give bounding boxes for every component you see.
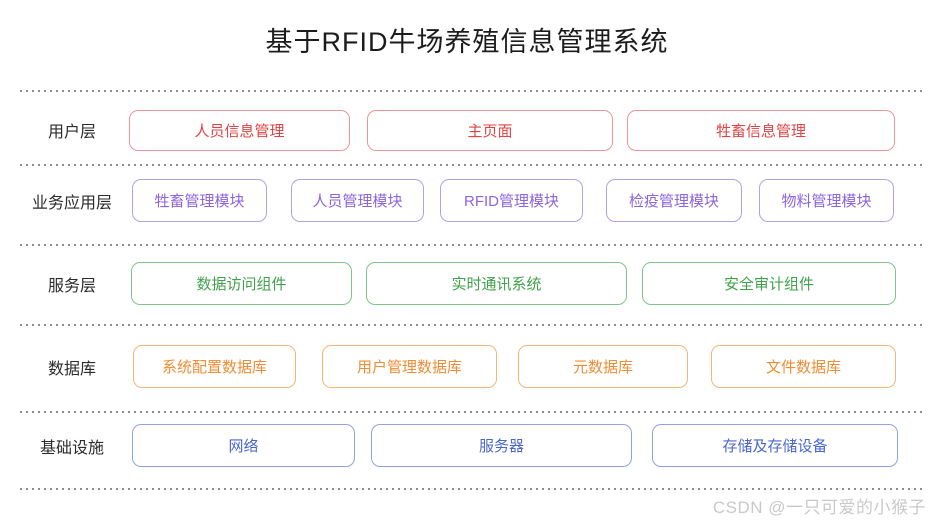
- node-label: 服务器: [478, 438, 524, 455]
- node-main-page: 主页面: [367, 110, 613, 151]
- csdn-watermark: CSDN @一只可爱的小猴子: [712, 498, 926, 517]
- node-data-access-component: 数据访问组件: [131, 262, 352, 305]
- node-personnel-module: 人员管理模块: [291, 179, 424, 222]
- diagram-title: 基于RFID牛场养殖信息管理系统: [265, 27, 669, 57]
- node-material-module: 物料管理模块: [759, 179, 894, 222]
- node-label: 物料管理模块: [781, 193, 872, 210]
- node-security-audit-component: 安全审计组件: [642, 262, 896, 305]
- node-personnel-info-management: 人员信息管理: [129, 110, 350, 151]
- node-user-management-database: 用户管理数据库: [322, 345, 497, 388]
- layer-divider: [20, 90, 926, 92]
- node-meta-database: 元数据库: [518, 345, 688, 388]
- layer-label-user: 用户层: [47, 124, 96, 141]
- node-quarantine-module: 检疫管理模块: [606, 179, 742, 222]
- node-label: 存储及存储设备: [722, 438, 828, 455]
- node-label: 元数据库: [572, 359, 633, 376]
- node-label: 牲畜管理模块: [154, 193, 245, 210]
- layer-label-infrastructure: 基础设施: [39, 439, 104, 457]
- node-label: RFID管理模块: [464, 193, 559, 210]
- node-label: 文件数据库: [765, 359, 841, 376]
- node-label: 用户管理数据库: [356, 359, 462, 376]
- layer-divider: [20, 488, 926, 490]
- node-label: 安全审计组件: [723, 276, 814, 293]
- node-network: 网络: [132, 424, 355, 467]
- node-realtime-communication-system: 实时通讯系统: [366, 262, 627, 305]
- node-label: 人员信息管理: [194, 123, 285, 140]
- layer-divider: [20, 164, 926, 166]
- node-livestock-module: 牲畜管理模块: [132, 179, 267, 222]
- node-system-config-database: 系统配置数据库: [133, 345, 296, 388]
- node-rfid-module: RFID管理模块: [440, 179, 583, 222]
- layer-label-database: 数据库: [47, 360, 96, 378]
- node-label: 牲畜信息管理: [715, 123, 806, 140]
- layer-label-business: 业务应用层: [31, 194, 112, 212]
- node-label: 系统配置数据库: [161, 359, 267, 376]
- node-label: 实时通讯系统: [451, 276, 542, 293]
- layer-divider: [20, 244, 926, 246]
- node-server: 服务器: [371, 424, 632, 467]
- node-livestock-info-management: 牲畜信息管理: [627, 110, 895, 151]
- layer-divider: [20, 411, 926, 413]
- node-label: 网络: [228, 438, 259, 455]
- node-label: 人员管理模块: [312, 193, 403, 210]
- node-label: 检疫管理模块: [628, 193, 719, 210]
- node-label: 数据访问组件: [196, 276, 287, 293]
- layer-label-service: 服务层: [47, 277, 96, 295]
- layer-divider: [20, 324, 926, 326]
- node-file-database: 文件数据库: [711, 345, 896, 388]
- node-label: 主页面: [467, 123, 513, 140]
- node-storage-devices: 存储及存储设备: [652, 424, 898, 467]
